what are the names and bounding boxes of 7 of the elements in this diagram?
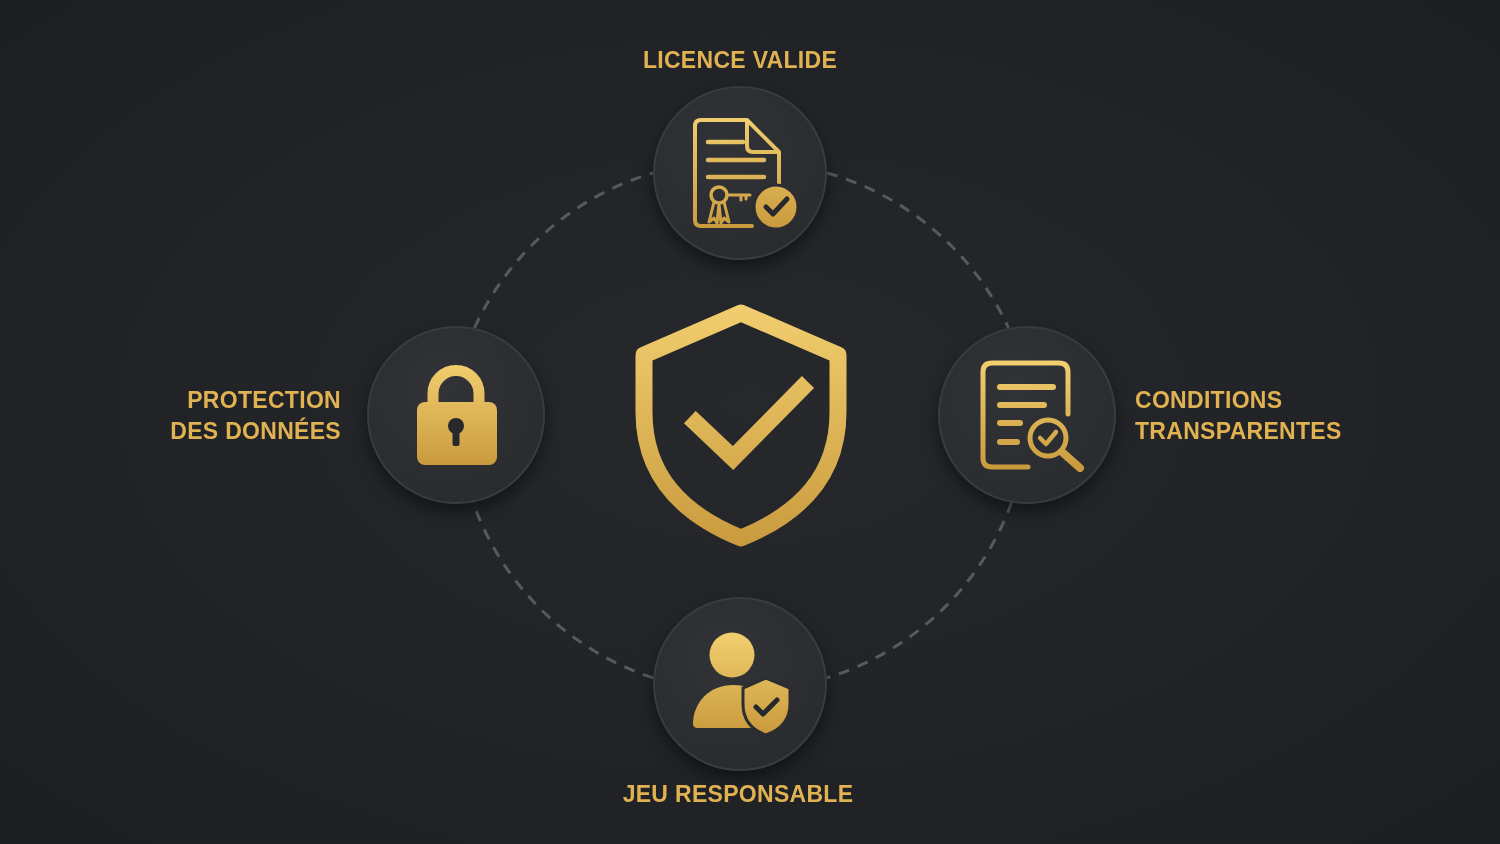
node-label: JEU RESPONSABLE xyxy=(622,780,854,809)
node-label: LICENCE VALIDE xyxy=(642,46,838,75)
dashed-connector xyxy=(826,502,1013,680)
node-label: CONDITIONS TRANSPARENTES xyxy=(1135,386,1343,446)
node-label: PROTECTION DES DONNÉES xyxy=(169,386,341,446)
dashed-connector xyxy=(473,171,654,329)
dashed-connector xyxy=(826,171,1010,329)
